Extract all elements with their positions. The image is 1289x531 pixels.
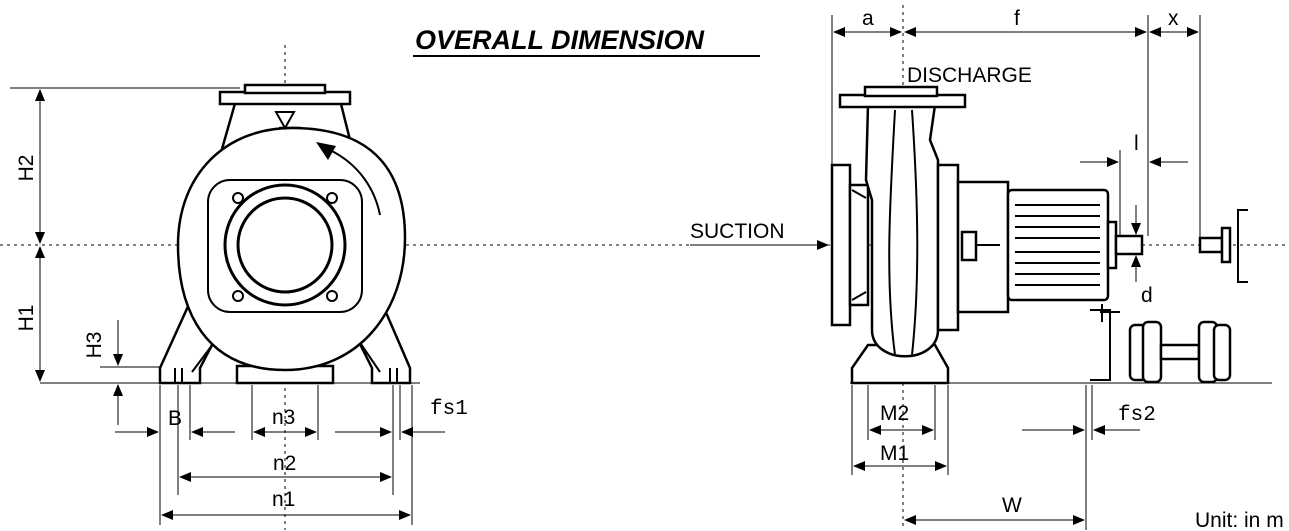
suction-flange-square <box>207 179 363 313</box>
front-view-dimensions: H2 H1 H3 B n3 fs1 n2 n1 <box>10 87 468 525</box>
rotation-arrow <box>329 149 381 216</box>
bolt-hole <box>326 290 338 302</box>
label-n2: n2 <box>273 452 296 475</box>
label-d: d <box>1141 284 1153 307</box>
volute-casing <box>176 126 407 372</box>
label-fs1: fs1 <box>430 398 468 421</box>
label-b: B <box>168 407 182 430</box>
motor-shaft <box>1114 234 1144 256</box>
side-view-pump <box>830 85 1272 385</box>
label-fs2: fs2 <box>1118 404 1156 427</box>
label-h1: H1 <box>15 305 38 332</box>
title-text: OVERALL DIMENSION <box>415 25 705 55</box>
rotation-arrowhead <box>316 142 336 160</box>
label-m2: M2 <box>880 402 909 425</box>
unit-note: Unit: in m <box>1195 509 1284 531</box>
label-suction: SUCTION <box>690 220 785 243</box>
label-n1: n1 <box>272 488 295 511</box>
bolt-hole <box>232 290 244 302</box>
label-h2: H2 <box>15 155 38 182</box>
bracket-flange <box>936 163 960 332</box>
label-l: l <box>1134 132 1139 155</box>
label-m1: M1 <box>880 442 909 465</box>
front-view-pump <box>40 83 420 385</box>
label-a: a <box>862 7 874 30</box>
pump-casing-side <box>864 103 940 358</box>
motor-body <box>1006 188 1110 302</box>
side-view-dimensions: a f x DISCHARGE SUCTION l d M2 M1 <box>690 7 1284 531</box>
label-discharge: DISCHARGE <box>907 64 1032 87</box>
bolt-hole <box>232 192 244 204</box>
label-h3: H3 <box>83 332 106 359</box>
motor-fins <box>1015 204 1100 286</box>
label-x: x <box>1168 7 1179 30</box>
bolt-hole <box>326 192 338 204</box>
pump-foot-side <box>850 343 950 385</box>
suction-flange-side <box>830 163 852 327</box>
suction-ring-outer <box>223 183 347 307</box>
label-f: f <box>1014 7 1020 30</box>
label-w: W <box>1002 494 1022 517</box>
suction-ring-inner <box>236 196 334 294</box>
spare-shaft <box>1198 236 1224 254</box>
label-n3: n3 <box>272 406 295 429</box>
drawing-title: OVERALL DIMENSION <box>413 25 760 57</box>
